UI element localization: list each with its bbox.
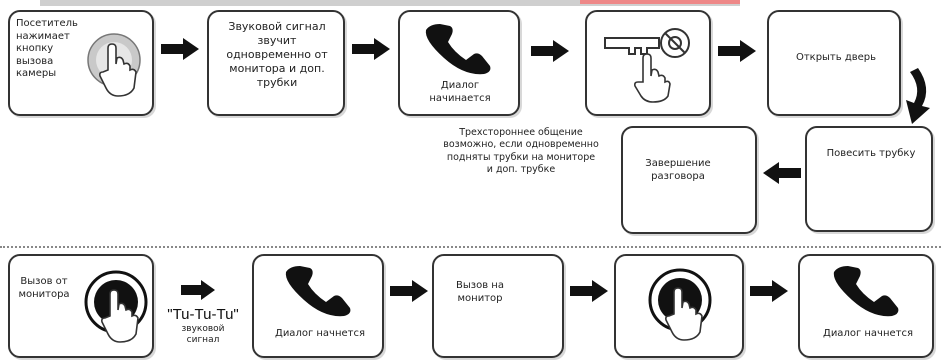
section-divider <box>0 246 941 248</box>
call-button-icon <box>648 262 714 354</box>
key-icon <box>601 26 697 60</box>
phone-handset-icon <box>828 264 908 318</box>
arrow-right-icon <box>161 38 199 60</box>
step-open-door-label: Открыть дверь <box>795 52 877 63</box>
step-visitor-label: Посетитель нажимает кнопку вызова камеры <box>16 18 78 79</box>
arrow-right-icon <box>570 280 608 302</box>
top-banner-link-strip <box>580 0 740 4</box>
step-dialog-begins-2: Диалог начнется <box>252 254 384 358</box>
arrow-right-icon <box>352 38 390 60</box>
curved-arrow-down-icon <box>900 66 938 126</box>
step-call-to-monitor: Вызов на монитор <box>432 254 564 358</box>
step-end-conversation: Завершение разговора <box>621 126 757 234</box>
step-sound-signal: Звуковой сигнал звучит одновременно от м… <box>207 10 345 116</box>
step-call-monitor-label: Вызов от монитора <box>18 276 70 300</box>
call-button-icon <box>84 264 150 354</box>
top-banner-strip <box>40 0 740 6</box>
step-end-conversation-label: Завершение разговора <box>645 158 711 182</box>
tone-text: "Tu-Tu-Tu" <box>167 306 239 323</box>
arrow-right-icon <box>531 40 569 62</box>
step-open-door: Открыть дверь <box>767 10 901 116</box>
phone-handset-icon <box>420 22 500 76</box>
step-call-from-monitor: Вызов от монитора <box>8 254 154 358</box>
arrow-right-icon <box>181 280 215 300</box>
step-hang-up-label: Повесить трубку <box>826 148 916 159</box>
step-dialog-label: Диалог начинается <box>429 80 491 104</box>
step-dialog-starts: Диалог начинается <box>398 10 520 116</box>
arrow-right-icon <box>718 40 756 62</box>
step-dialog-3-label: Диалог начнется <box>823 328 913 339</box>
tone-caption: звуковой сигнал <box>181 324 225 345</box>
arrow-left-icon <box>763 162 801 184</box>
step-hang-up: Повесить трубку <box>805 126 933 232</box>
step-sound-signal-label: Звуковой сигнал звучит одновременно от м… <box>226 20 328 89</box>
step-press-monitor-button <box>614 254 744 358</box>
step-dialog-begins-3: Диалог начнется <box>798 254 934 358</box>
call-button-icon <box>86 30 146 100</box>
step-key-press <box>585 10 711 116</box>
step-call-to-monitor-label: Вызов на монитор <box>456 280 504 304</box>
arrow-right-icon <box>750 280 788 302</box>
pointing-hand-icon <box>631 52 671 104</box>
arrow-right-icon <box>390 280 428 302</box>
step-visitor-presses-button: Посетитель нажимает кнопку вызова камеры <box>8 10 154 116</box>
phone-handset-icon <box>280 264 360 318</box>
step-dialog-2-label: Диалог начнется <box>275 328 365 339</box>
three-way-note: Трехстороннее общение возможно, если одн… <box>443 127 599 176</box>
